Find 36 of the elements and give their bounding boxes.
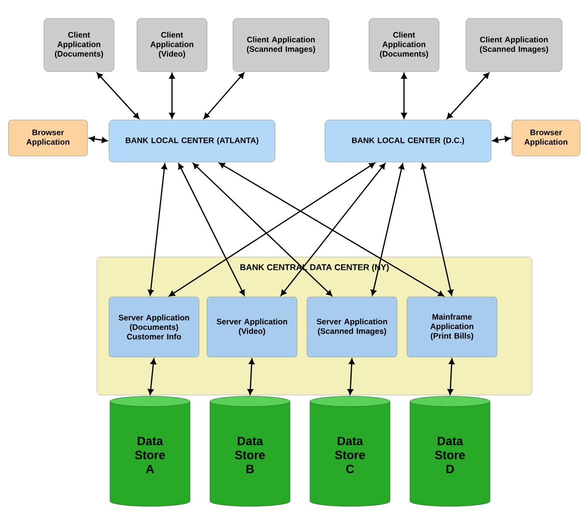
arrow [280,163,386,296]
arrow [401,73,407,118]
data-store-cylinder: Data Store A [110,396,190,507]
arrow [247,358,255,395]
client-box: Client Application (Documents) [368,18,440,72]
arrow [169,162,376,296]
arrow [169,73,175,118]
client-box: Client Application (Documents) [44,18,114,72]
browser-box: Browser Application [512,120,580,156]
arrow [420,163,454,296]
arrow [148,358,156,395]
data-store-cylinder: Data Store D [410,396,490,507]
server-box: Server Application (Documents) Customer Info [108,296,200,358]
client-box: Client Application (Video) [136,18,208,72]
arrow [88,136,108,143]
arrow [204,72,244,119]
arrow [446,72,490,119]
data-store-cylinder: Data Store C [310,396,390,507]
arrow [347,358,355,395]
arrow [447,358,455,395]
arrow [492,136,511,143]
data-store-cylinder: Data Store B [210,396,290,507]
local-center-box: BANK LOCAL CENTER (ATLANTA) [108,120,276,162]
client-box: Client Application (Scanned Images) [466,18,562,72]
arrow [178,163,245,296]
browser-box: Browser Application [8,120,88,156]
server-box: Server Application (Scanned Images) [306,296,398,358]
arrow [148,163,168,296]
local-center-box: BANK LOCAL CENTER (D.C.) [324,120,492,162]
client-box: Client Application (Scanned Images) [232,18,330,72]
arrow [370,163,404,296]
server-box: Server Application (Video) [206,296,298,358]
arrow [192,162,332,296]
server-box: Mainframe Application (Print Bills) [406,296,498,358]
arrow [96,72,140,119]
arrow [219,162,444,296]
